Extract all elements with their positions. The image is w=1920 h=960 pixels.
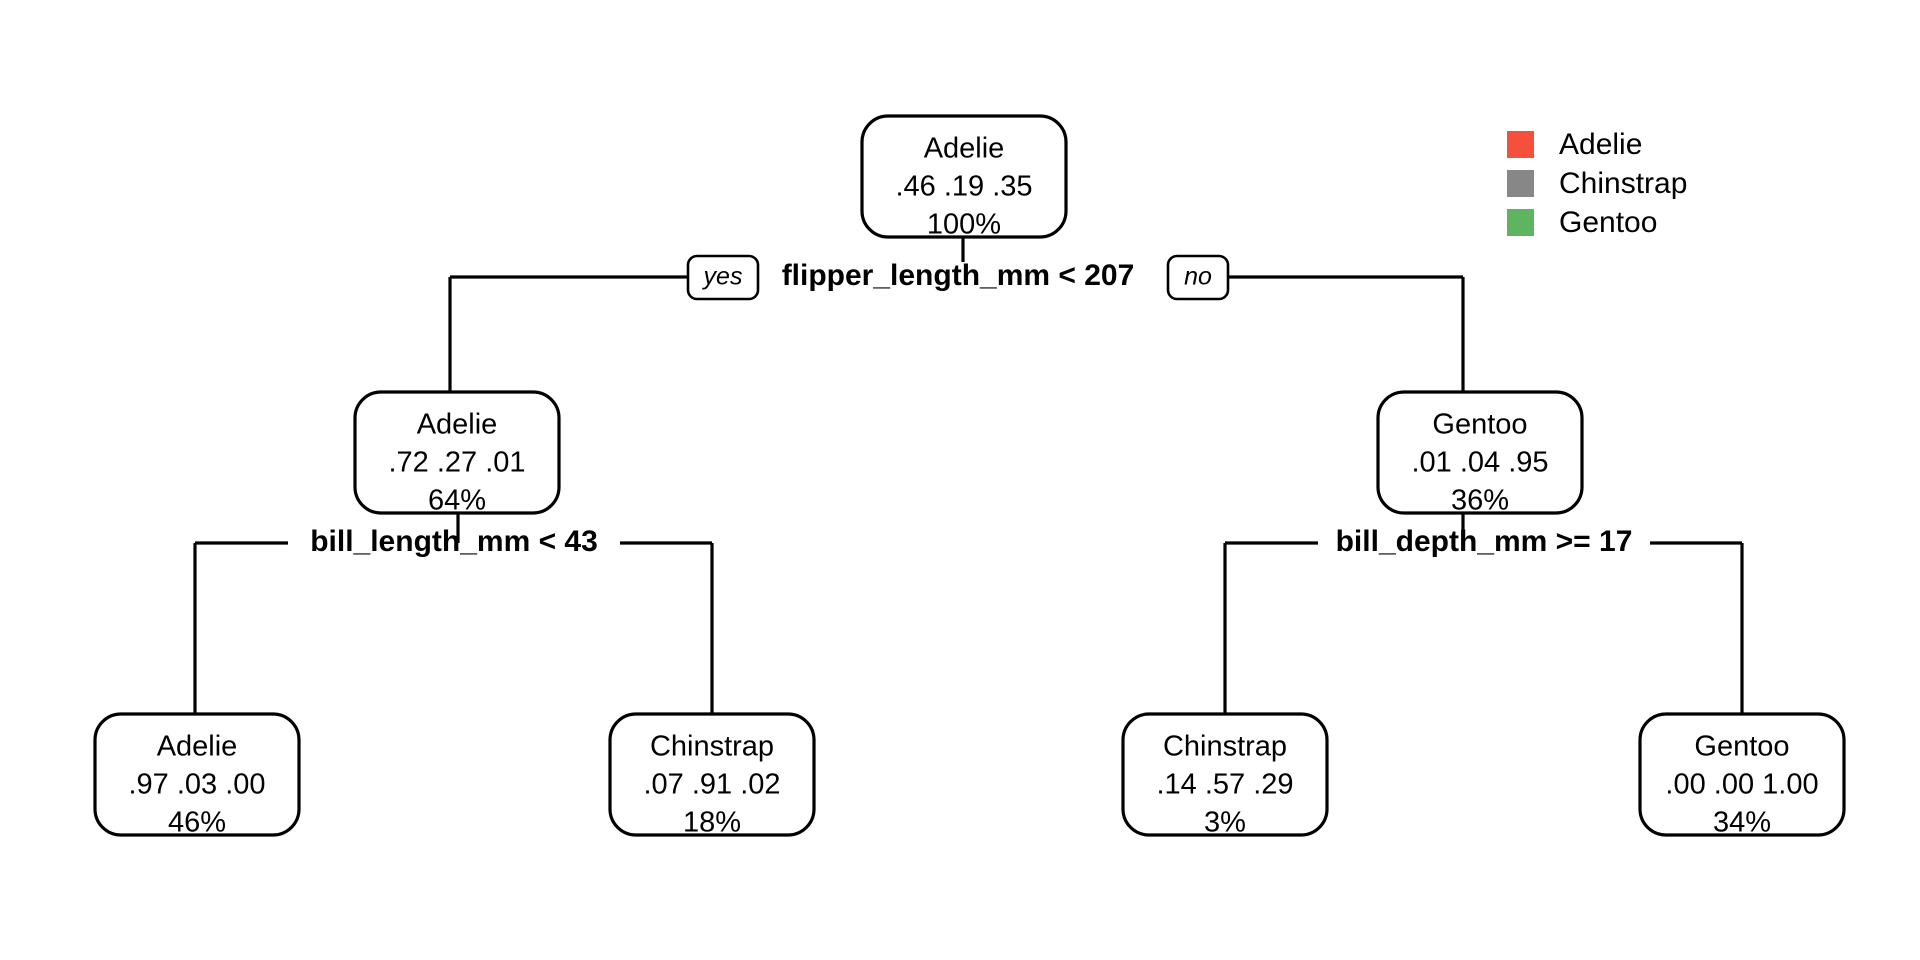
node-root-probs: .46 .19 .35 [895,171,1032,203]
branch-badge-yes-box [686,254,760,301]
leaf-2-percent: 18% [683,807,741,839]
branch-badge-yes[interactable]: yes [686,254,760,301]
leaf-3-class: Chinstrap [1163,731,1287,763]
branch-badge-no-label: no [1184,263,1212,291]
node-root-box [860,114,1068,239]
node-root[interactable]: Adelie .46 .19 .35 100% [860,114,1068,241]
node-right-probs: .01 .04 .95 [1411,447,1548,479]
leaf-4-box [1638,712,1846,837]
branch-badge-yes-label: yes [702,263,743,291]
legend-item-gentoo[interactable]: Gentoo [1507,206,1657,239]
branch-badge-no[interactable]: no [1166,254,1230,301]
legend-swatch-gentoo [1507,209,1534,236]
leaf-1-percent: 46% [168,807,226,839]
branch-badge-no-box [1166,254,1230,301]
node-right-percent: 36% [1451,485,1509,517]
leaf-1[interactable]: Adelie .97 .03 .00 46% [93,712,301,839]
node-left-class: Adelie [417,409,498,441]
node-root-class: Adelie [924,133,1005,165]
leaf-3-percent: 3% [1204,807,1246,839]
node-right-box [1376,390,1584,515]
leaf-4-probs: .00 .00 1.00 [1665,769,1818,801]
leaf-3-box [1121,712,1329,837]
leaf-1-class: Adelie [157,731,238,763]
node-left[interactable]: Adelie .72 .27 .01 64% [353,390,561,517]
legend-item-chinstrap[interactable]: Chinstrap [1507,167,1687,200]
leaf-2[interactable]: Chinstrap .07 .91 .02 18% [608,712,816,839]
split-root[interactable]: flipper_length_mm < 207 [782,259,1135,292]
split-left-label: bill_length_mm < 43 [310,525,598,558]
leaf-2-box [608,712,816,837]
leaf-4[interactable]: Gentoo .00 .00 1.00 34% [1638,712,1846,839]
legend-swatch-adelie [1507,131,1534,158]
node-right-class: Gentoo [1432,409,1527,441]
leaf-3-probs: .14 .57 .29 [1156,769,1293,801]
legend: Adelie Chinstrap Gentoo [1507,128,1687,239]
node-root-percent: 100% [927,209,1001,241]
leaf-3[interactable]: Chinstrap .14 .57 .29 3% [1121,712,1329,839]
leaf-4-percent: 34% [1713,807,1771,839]
split-right-label: bill_depth_mm >= 17 [1336,525,1633,558]
legend-label-gentoo: Gentoo [1559,206,1657,239]
leaf-4-class: Gentoo [1694,731,1789,763]
split-left[interactable]: bill_length_mm < 43 [310,525,598,558]
leaf-1-box [93,712,301,837]
split-right[interactable]: bill_depth_mm >= 17 [1336,525,1633,558]
node-right[interactable]: Gentoo .01 .04 .95 36% [1376,390,1584,517]
legend-label-chinstrap: Chinstrap [1559,167,1687,200]
connector-group [193,237,1744,714]
leaf-1-probs: .97 .03 .00 [128,769,265,801]
legend-item-adelie[interactable]: Adelie [1507,128,1642,161]
split-root-label: flipper_length_mm < 207 [782,259,1135,292]
node-left-percent: 64% [428,485,486,517]
legend-swatch-chinstrap [1507,170,1534,197]
node-left-probs: .72 .27 .01 [388,447,525,479]
leaf-2-class: Chinstrap [650,731,774,763]
leaf-2-probs: .07 .91 .02 [643,769,780,801]
legend-label-adelie: Adelie [1559,128,1642,161]
node-left-box [353,390,561,515]
